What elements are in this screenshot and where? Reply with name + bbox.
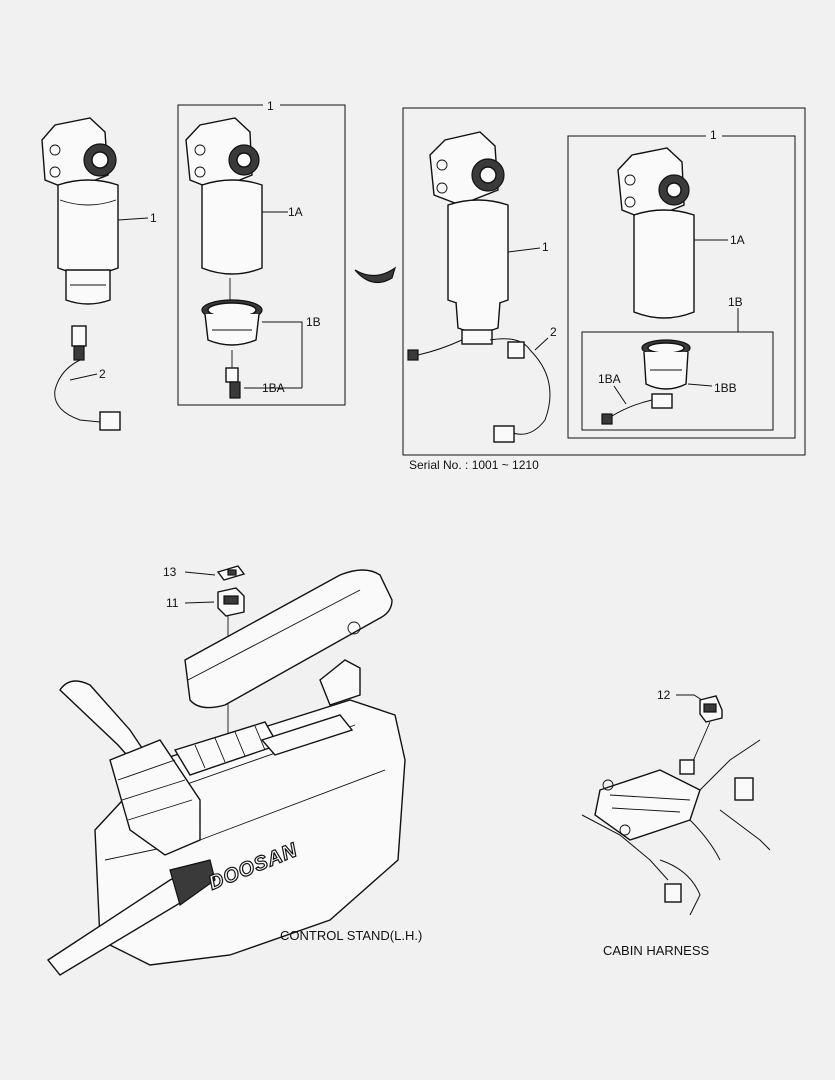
fuel-filter-harness <box>54 359 121 431</box>
serial-filter-head-1a <box>617 147 695 319</box>
label-head: 1A <box>288 205 303 219</box>
label-serial-harness: 2 <box>550 325 557 339</box>
filter-head-1a <box>185 117 263 275</box>
label-sensor: 1BA <box>262 381 285 395</box>
label-bowl: 1B <box>306 315 321 329</box>
connector-12 <box>699 695 723 723</box>
filter-kit-box: 1 <box>177 99 346 406</box>
transition-arrow <box>354 266 397 284</box>
label-kit-box: 1 <box>267 99 274 113</box>
control-stand-caption: CONTROL STAND(L.H.) <box>280 928 422 943</box>
label-serial-kit-box: 1 <box>710 128 717 142</box>
rocker-switch-11 <box>217 587 245 617</box>
cabin-harness-caption: CABIN HARNESS <box>603 943 710 958</box>
label-serial-bowl: 1BB <box>714 381 737 395</box>
water-sensor-1ba <box>225 367 241 399</box>
switch-cover-13 <box>216 565 246 581</box>
control-stand <box>46 569 406 976</box>
label-serial-head: 1A <box>730 233 745 247</box>
serial-filter-bowl-1bb <box>641 339 691 390</box>
label-serial-bowl-box: 1B <box>728 295 743 309</box>
label-switch-cover: 13 <box>163 565 177 579</box>
label-serial-filter: 1 <box>542 240 549 254</box>
filter-bowl-1b <box>201 299 263 346</box>
serial-variant-box <box>402 107 806 456</box>
serial-harness <box>489 338 551 443</box>
label-serial-sensor: 1BA <box>598 372 621 386</box>
serial-caption: Serial No. : 1001 ~ 1210 <box>409 458 539 472</box>
label-harness: 2 <box>99 367 106 381</box>
cabin-harness <box>581 739 771 916</box>
label-filter: 1 <box>150 211 157 225</box>
serial-sensor-1ba <box>601 393 673 425</box>
label-connector: 12 <box>657 688 671 702</box>
serial-filter-assembly <box>429 131 509 345</box>
fuel-filter-assembly <box>41 117 119 361</box>
label-switch: 11 <box>166 596 179 610</box>
